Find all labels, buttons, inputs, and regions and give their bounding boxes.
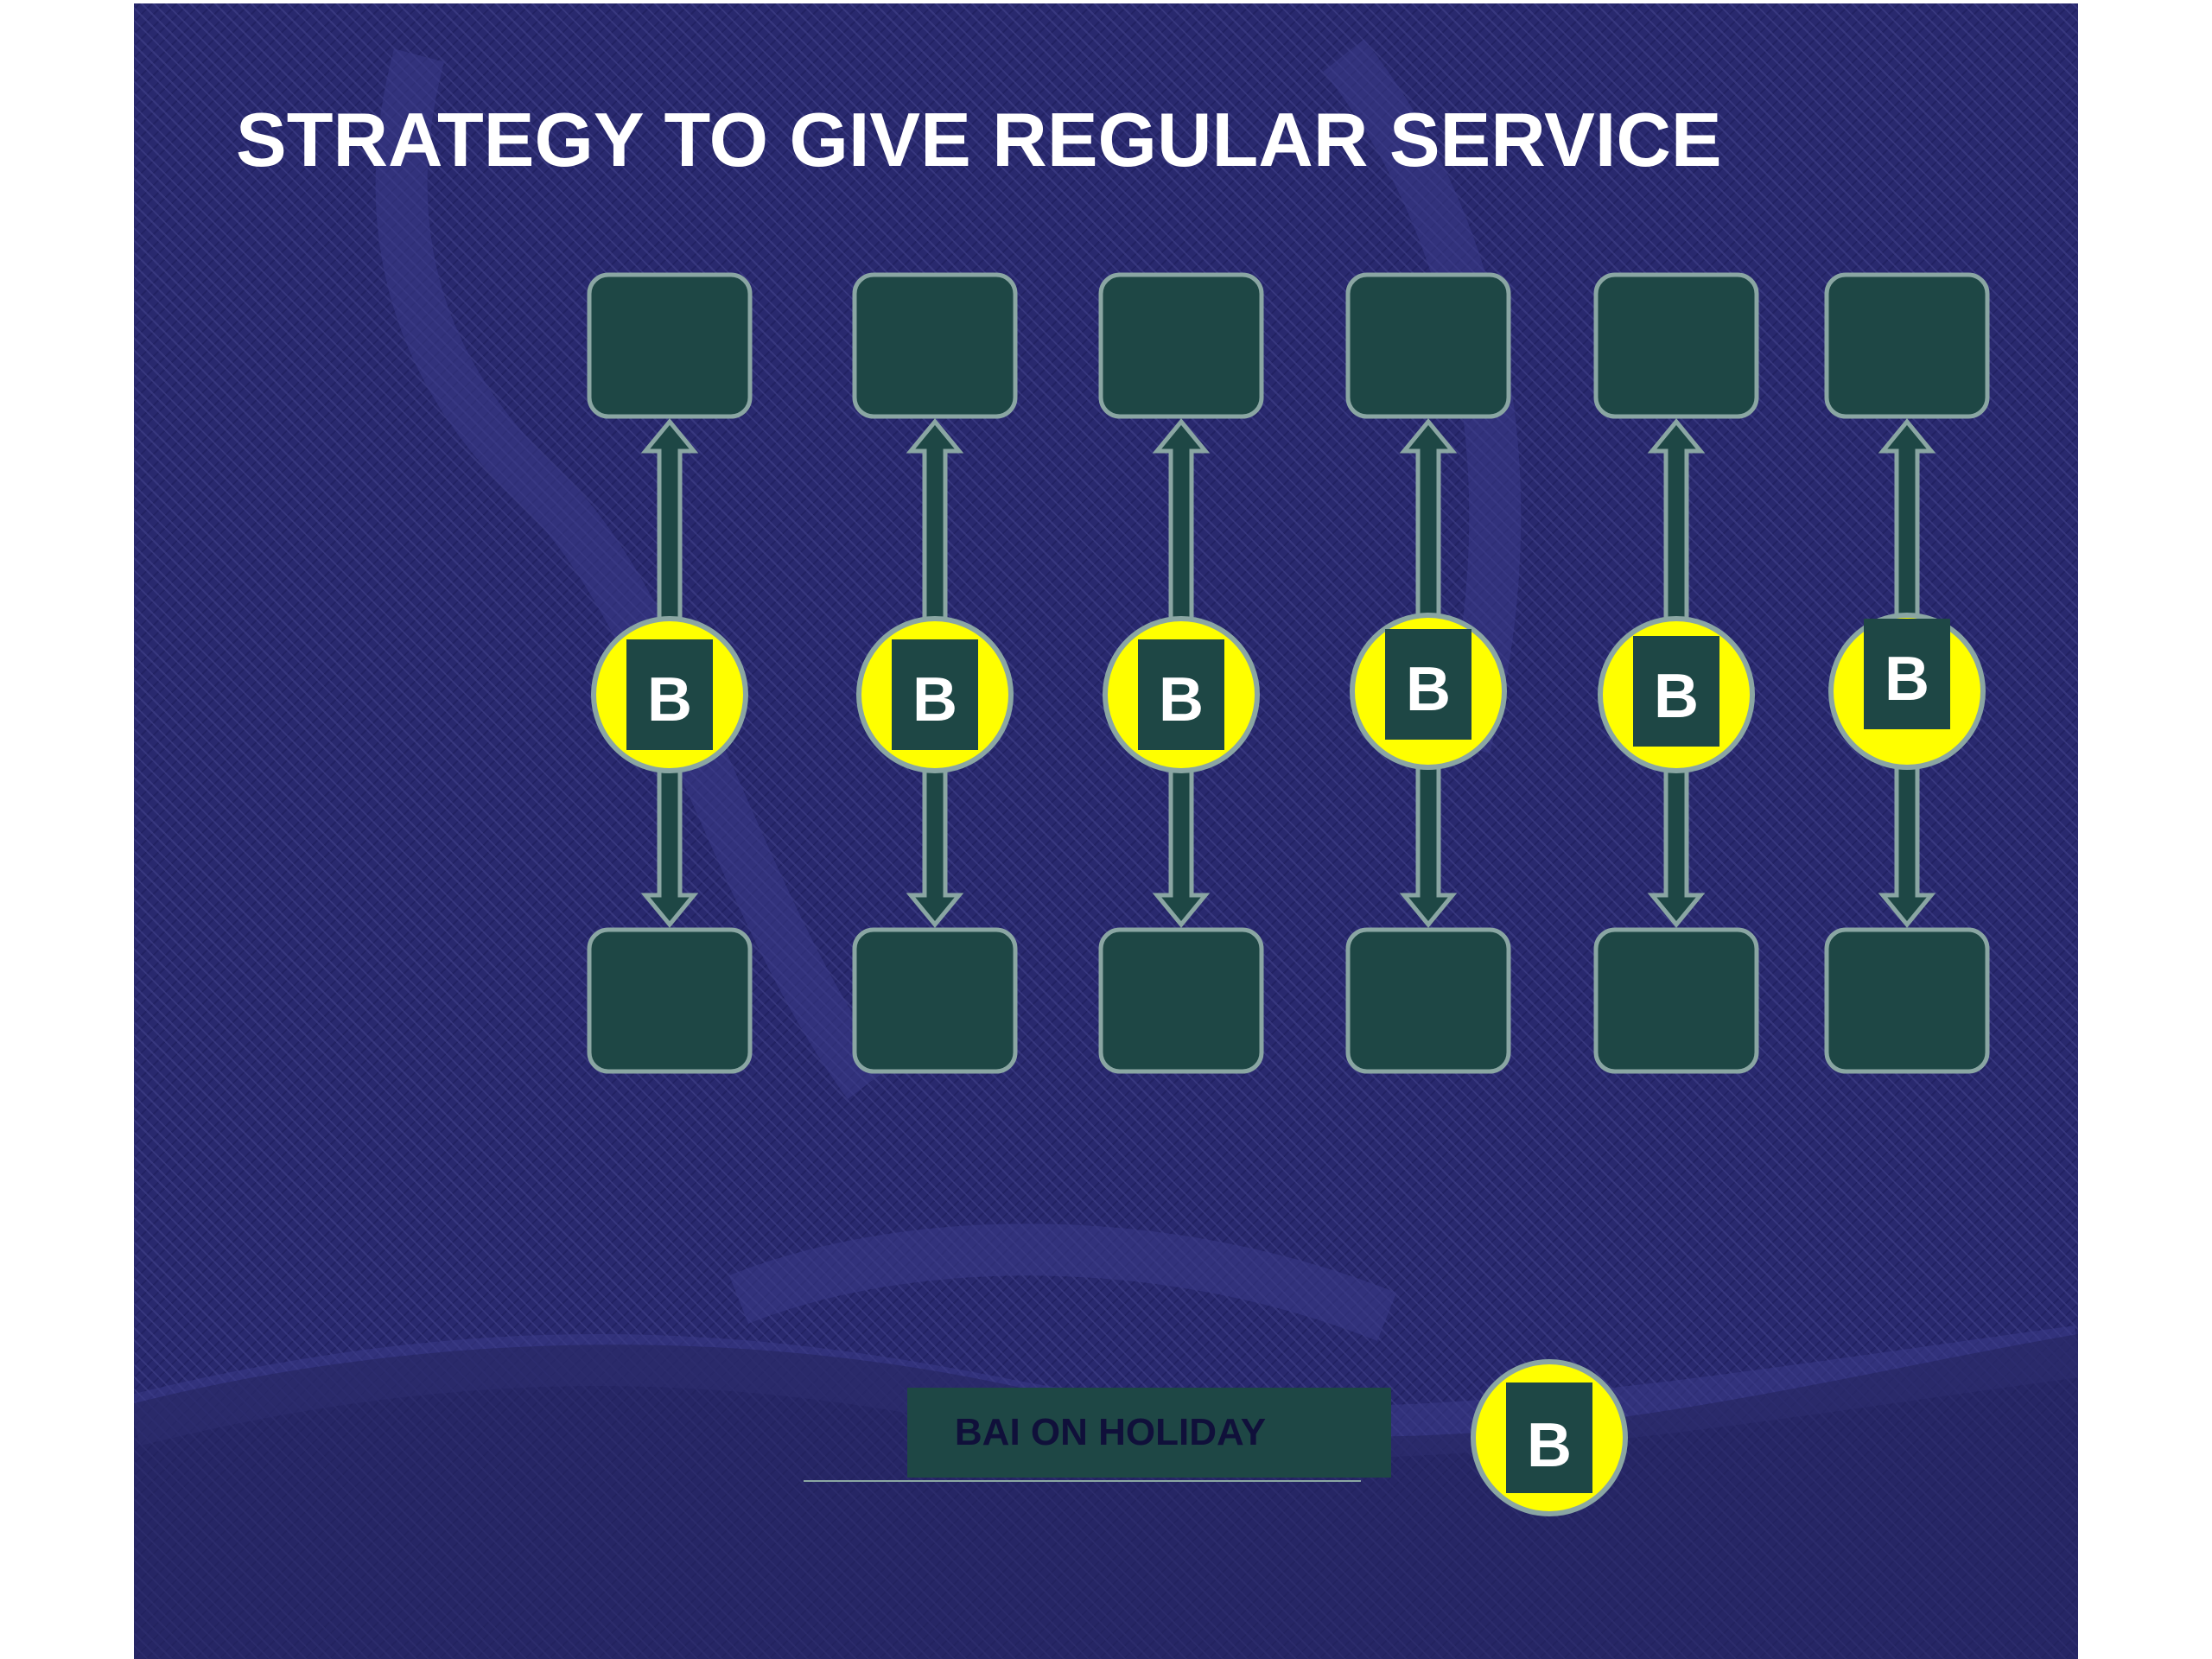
holiday-banner [907, 1388, 1391, 1478]
bus-box [626, 639, 713, 750]
bottom-stop-box [587, 927, 753, 1074]
holiday-indicator: BAI ON HOLIDAY B [804, 1359, 1628, 1516]
column-1: B [587, 272, 753, 1074]
top-stop-box [1098, 272, 1264, 419]
bus-box [1385, 629, 1471, 740]
column-2: B [852, 272, 1018, 1074]
background-portrait [134, 39, 2078, 1459]
bus-box [892, 639, 978, 750]
column-6: B [1824, 272, 1990, 1074]
top-stop-box [1593, 272, 1759, 419]
bus-label: B [647, 665, 692, 734]
bottom-stop-box [1824, 927, 1990, 1074]
bus-label: B [1159, 665, 1204, 734]
column-3: B [1098, 272, 1264, 1074]
top-stop-box [587, 272, 753, 419]
bus-label: B [1406, 655, 1451, 724]
holiday-bus-label: B [1527, 1411, 1572, 1480]
background-portrait-fill [134, 1334, 2078, 1659]
bottom-stop-box [1345, 927, 1511, 1074]
top-stop-box [852, 272, 1018, 419]
column-4: B [1345, 272, 1511, 1074]
holiday-label: BAI ON HOLIDAY [955, 1411, 1266, 1453]
bus-label: B [1885, 645, 1929, 714]
column-5: B [1593, 272, 1759, 1074]
bus-label: B [1654, 662, 1699, 731]
bottom-stop-box [1098, 927, 1264, 1074]
bus-label: B [912, 665, 957, 734]
page-title: STRATEGY TO GIVE REGULAR SERVICE [236, 97, 1722, 182]
bottom-stop-box [1593, 927, 1759, 1074]
top-stop-box [1824, 272, 1990, 419]
bottom-stop-box [852, 927, 1018, 1074]
holiday-bus-box [1506, 1382, 1592, 1493]
top-stop-box [1345, 272, 1511, 419]
bus-box [1138, 639, 1224, 750]
bus-box [1864, 619, 1950, 729]
bus-box [1633, 636, 1719, 747]
